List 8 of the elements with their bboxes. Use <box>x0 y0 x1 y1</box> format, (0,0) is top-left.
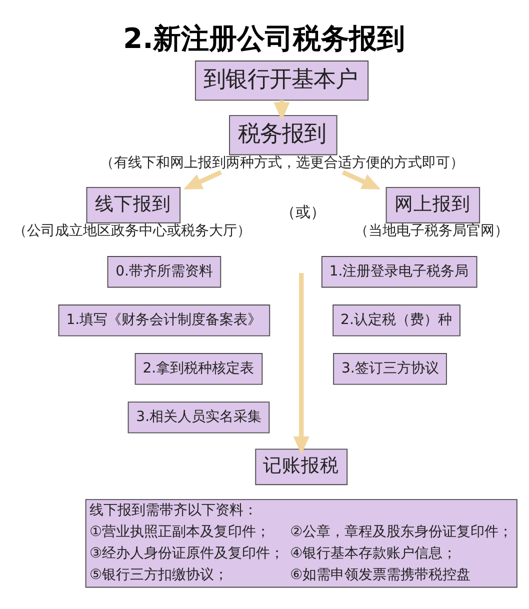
node-label: （公司成立地区政务中心或税务大厅） <box>13 222 252 239</box>
arrow <box>293 272 310 454</box>
node-label: （有线下和网上报到两种方式，选更合适方便的方式即可） <box>100 154 464 170</box>
label: （或） <box>280 202 326 221</box>
arrow <box>184 170 222 189</box>
arrow <box>342 170 381 189</box>
node-label: （当地电子税务局官网） <box>354 222 509 239</box>
diagram-title: 2.新注册公司税务报到 <box>123 21 406 54</box>
